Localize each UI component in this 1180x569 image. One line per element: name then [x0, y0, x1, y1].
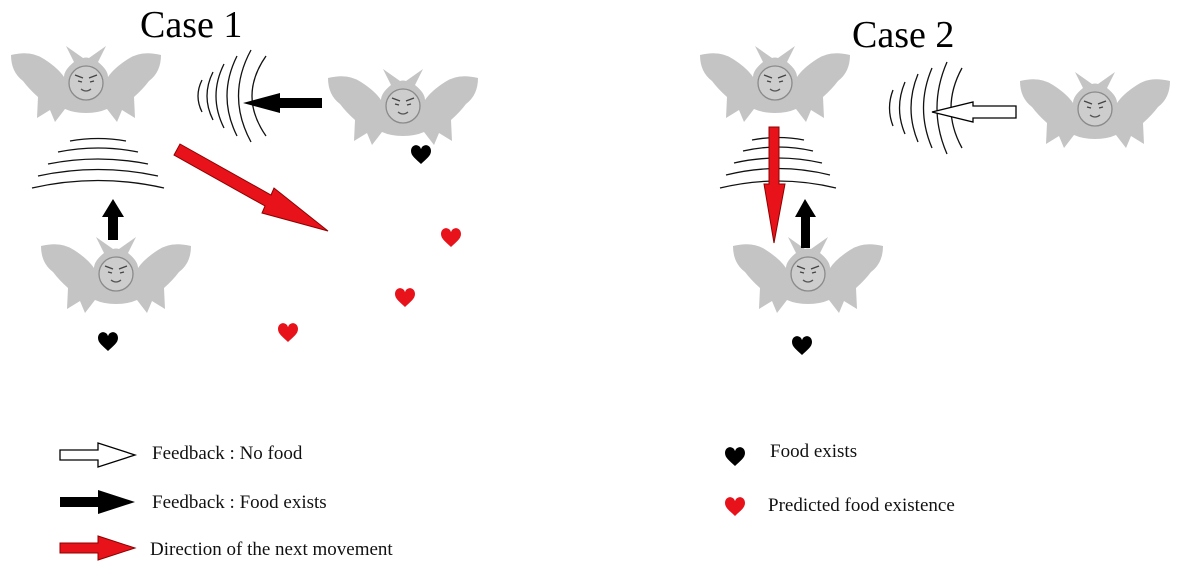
- heart-icon: [278, 323, 298, 342]
- bat-icon: [327, 68, 479, 146]
- arrow-icon: [59, 535, 137, 561]
- arrow-icon: [243, 93, 322, 113]
- arrow-icon: [931, 101, 1017, 123]
- arrow-icon: [102, 199, 124, 240]
- case-2-title: Case 2: [852, 14, 955, 56]
- bat-icon: [732, 236, 884, 314]
- legend-food-exists-feedback-label: Feedback : Food exists: [152, 492, 327, 513]
- legend-food-exists-label: Food exists: [770, 441, 858, 462]
- bat-icon: [699, 45, 851, 123]
- legend-no-food-label: Feedback : No food: [152, 443, 303, 464]
- heart-icon: [725, 497, 745, 516]
- arrow-icon: [795, 199, 816, 248]
- heart-icon: [725, 447, 745, 466]
- bat-icon: [40, 236, 192, 314]
- arrow-icon: [59, 442, 138, 468]
- arrow-icon: [173, 143, 329, 232]
- sound-wave-icon: [31, 137, 165, 189]
- bat-icon: [10, 45, 162, 123]
- heart-icon: [98, 332, 118, 351]
- sound-wave-icon: [197, 49, 267, 143]
- arrow-icon: [763, 126, 786, 244]
- heart-icon: [411, 145, 431, 164]
- heart-icon: [395, 288, 415, 307]
- heart-icon: [792, 336, 812, 355]
- bat-icon: [1019, 71, 1171, 149]
- legend-predicted-food-label: Predicted food existence: [768, 495, 955, 516]
- heart-icon: [441, 228, 461, 247]
- case-1-title: Case 1: [140, 4, 243, 46]
- arrow-icon: [60, 490, 135, 514]
- legend-next-movement-label: Direction of the next movement: [150, 539, 393, 560]
